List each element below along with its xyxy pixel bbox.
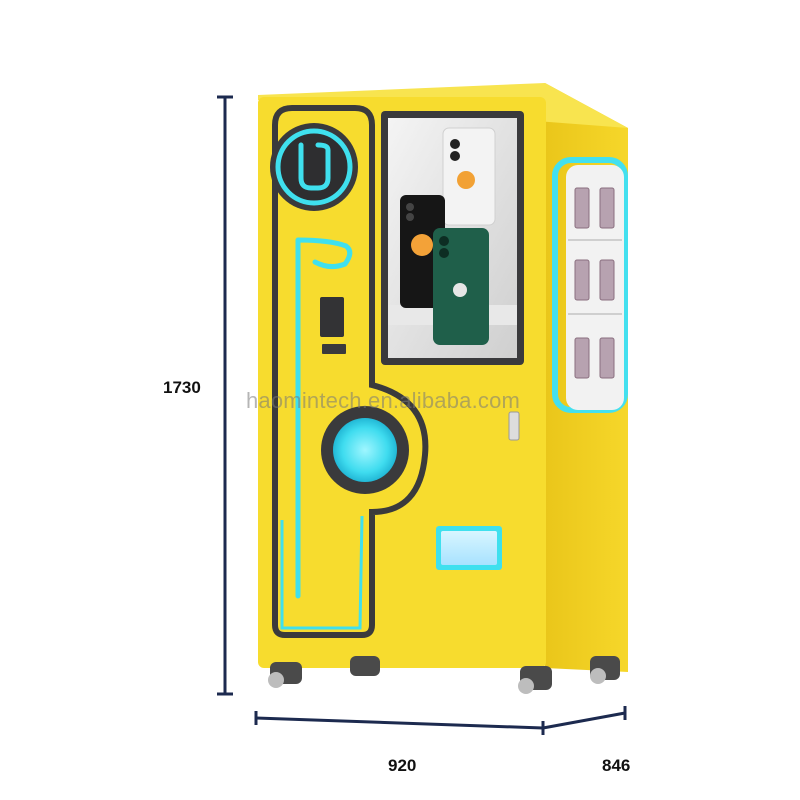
height-label: 1730: [163, 378, 201, 397]
depth-label: 846: [602, 756, 631, 775]
depth-dimension-line: [542, 706, 627, 730]
width-dimension-line: [254, 711, 545, 735]
glow-strip-left: [280, 515, 364, 630]
pickup-slot[interactable]: [436, 526, 502, 570]
width-label: 920: [388, 756, 417, 775]
bill-acceptor[interactable]: [322, 344, 346, 354]
logo-icon: [270, 123, 358, 211]
glow-strip: [295, 237, 353, 599]
height-dimension-line: [217, 95, 233, 696]
round-button[interactable]: [321, 406, 409, 494]
card-reader[interactable]: [320, 297, 344, 337]
side-display-shelf: [552, 157, 628, 413]
door-lock[interactable]: [508, 411, 520, 441]
watermark: haomintech.en.alibaba.com: [246, 388, 521, 413]
display-screen: [381, 111, 524, 365]
control-panel-frame: [272, 105, 429, 638]
caster-wheels: [268, 656, 620, 694]
